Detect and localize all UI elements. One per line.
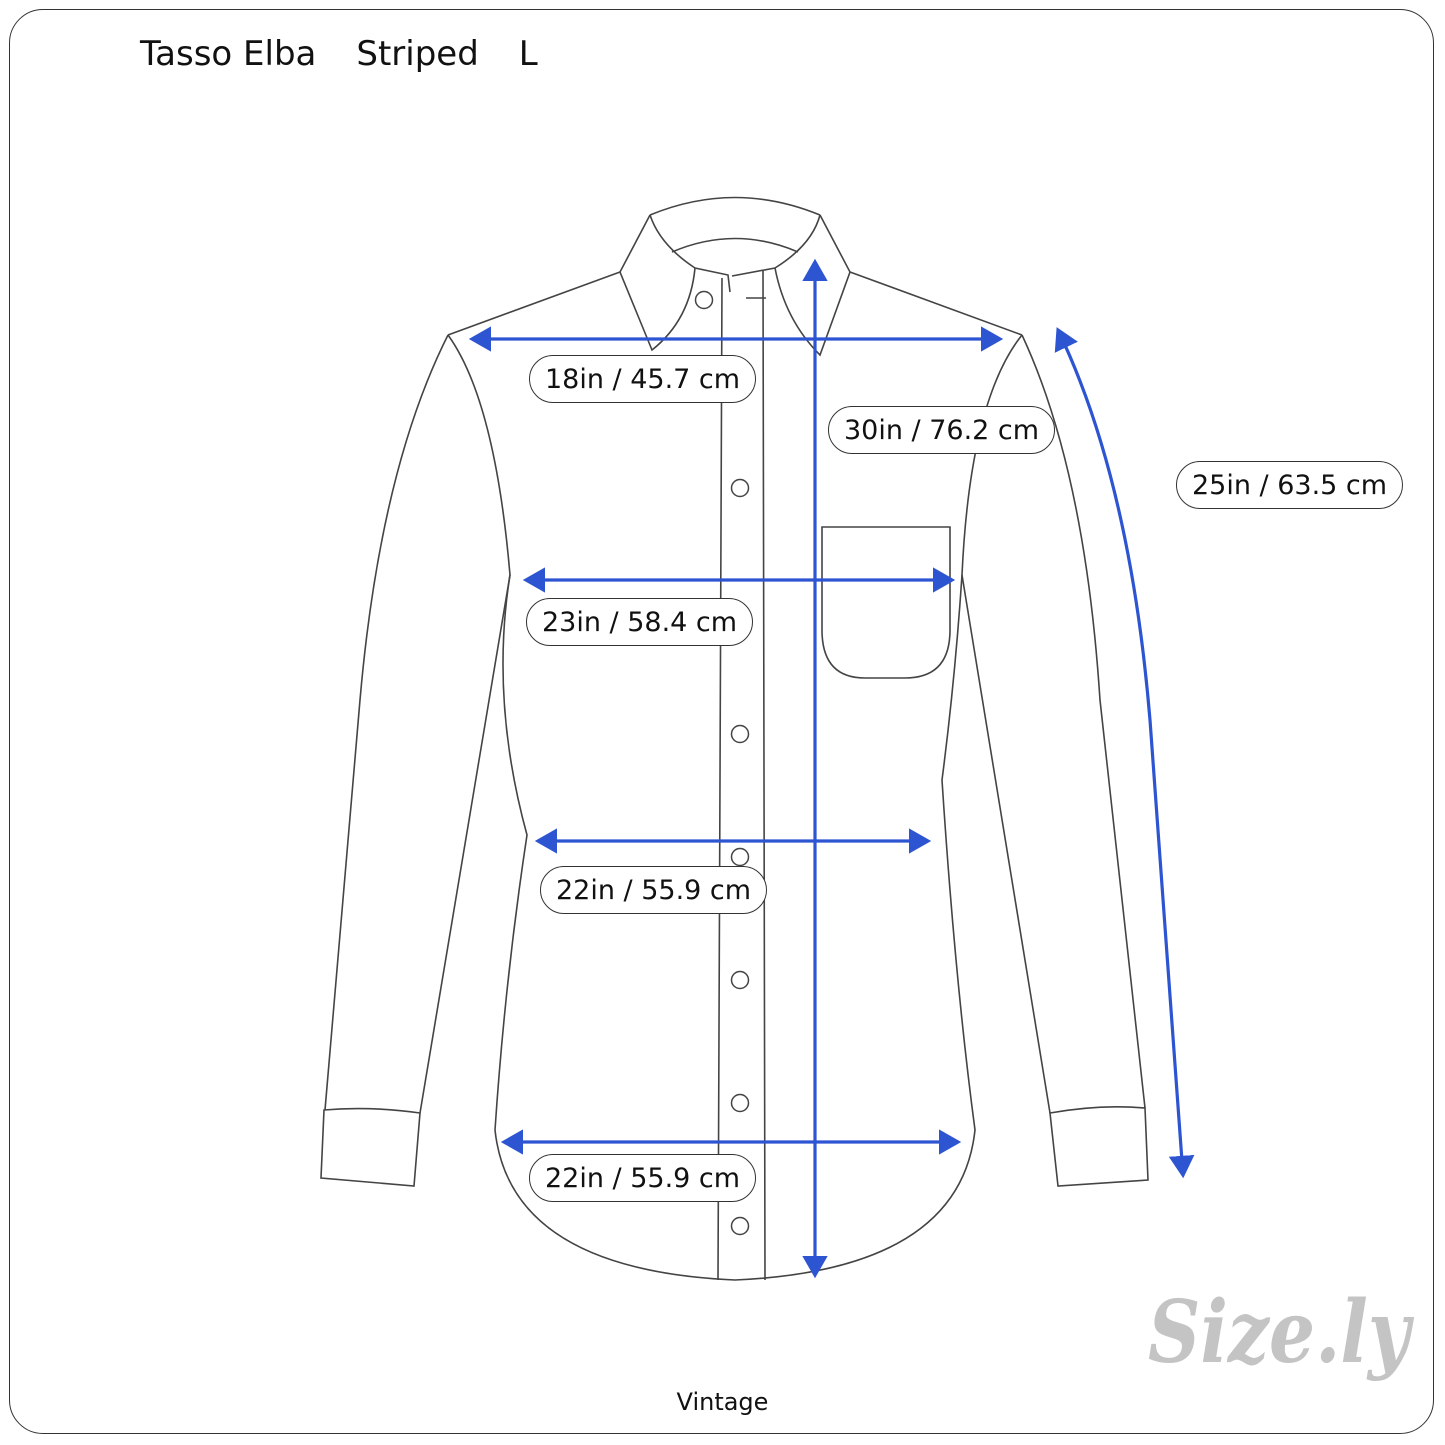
measurement-arrows bbox=[468, 258, 1195, 1279]
brand-title: Tasso Elba bbox=[140, 34, 317, 74]
sleeve-arrow bbox=[1054, 327, 1195, 1179]
sleeve-label: 25in / 63.5 cm bbox=[1176, 461, 1404, 509]
header: Tasso Elba Striped L bbox=[140, 34, 538, 74]
era-label: Vintage bbox=[676, 1388, 769, 1416]
card-frame bbox=[9, 9, 1434, 1434]
shoulder-label: 18in / 45.7 cm bbox=[529, 355, 757, 403]
size-title: L bbox=[518, 34, 538, 74]
waist-label: 22in / 55.9 cm bbox=[540, 866, 768, 914]
pattern-title: Striped bbox=[356, 34, 479, 74]
sizely-logo: Size.ly bbox=[1148, 1282, 1414, 1383]
logo-text: Size.ly bbox=[1148, 1282, 1414, 1383]
length-label: 30in / 76.2 cm bbox=[828, 406, 1056, 454]
chest-label: 23in / 58.4 cm bbox=[526, 598, 754, 646]
hem-label: 22in / 55.9 cm bbox=[529, 1154, 757, 1202]
